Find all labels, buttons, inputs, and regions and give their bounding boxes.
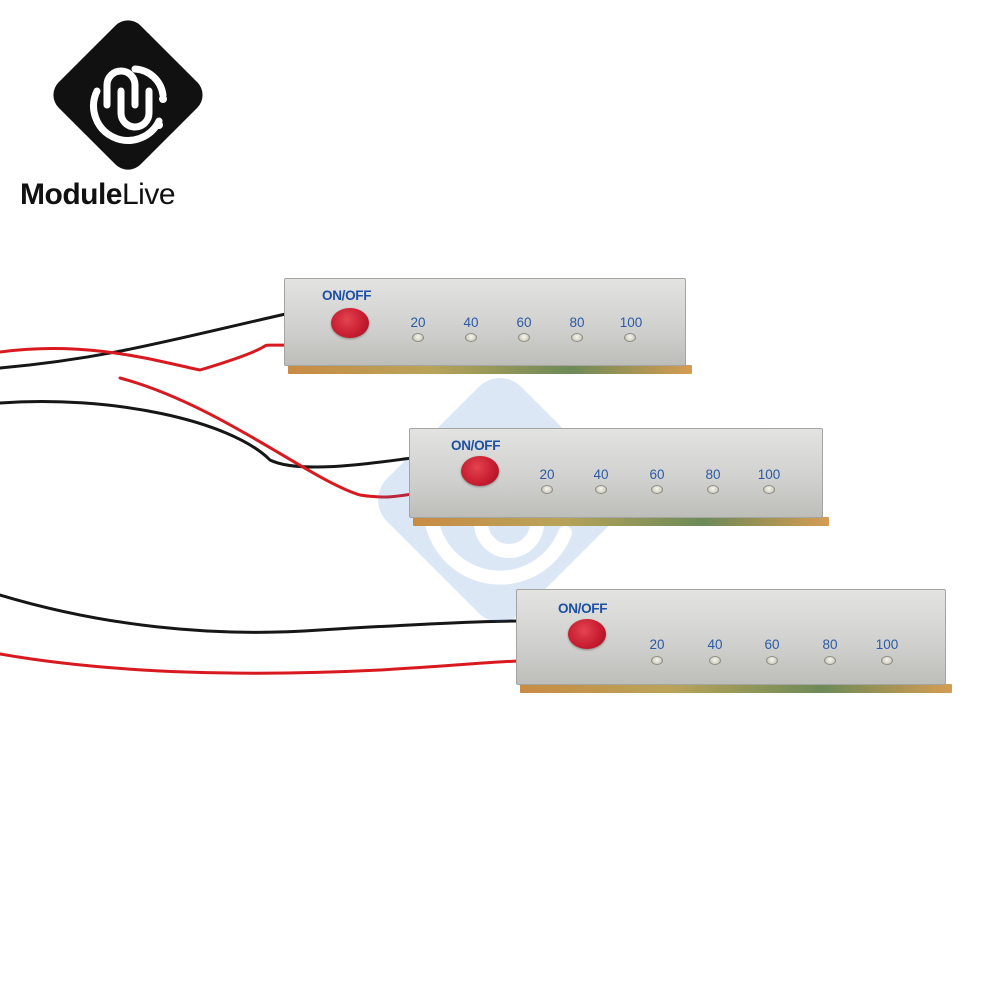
- brand-logo: ModuleLive: [20, 12, 211, 211]
- level-label-80: 80: [705, 467, 721, 482]
- level-label-60: 60: [764, 637, 780, 652]
- level-led-40: [595, 485, 607, 494]
- level-label-60: 60: [649, 467, 665, 482]
- level-led-100: [763, 485, 775, 494]
- level-label-40: 40: [593, 467, 609, 482]
- level-led-100: [624, 333, 636, 342]
- level-led-60: [766, 656, 778, 665]
- power-button[interactable]: [461, 456, 499, 486]
- level-label-20: 20: [539, 467, 555, 482]
- wire-black-board-3: [0, 593, 520, 634]
- level-led-60: [651, 485, 663, 494]
- level-label-100: 100: [619, 315, 643, 330]
- wire-red-board-2: [118, 376, 414, 499]
- wire-red-board-1: [0, 343, 292, 372]
- pcb-edge: [288, 365, 692, 374]
- level-led-40: [465, 333, 477, 342]
- level-led-80: [571, 333, 583, 342]
- level-label-60: 60: [516, 315, 532, 330]
- level-led-20: [651, 656, 663, 665]
- level-led-20: [412, 333, 424, 342]
- level-label-20: 20: [649, 637, 665, 652]
- pcb-edge: [413, 517, 829, 526]
- battery-indicator-board: ON/OFF 20 40 60 80 100: [409, 428, 829, 526]
- level-led-80: [824, 656, 836, 665]
- brand-name-part2: Live: [122, 178, 176, 211]
- level-label-40: 40: [463, 315, 479, 330]
- level-label-80: 80: [822, 637, 838, 652]
- level-led-100: [881, 656, 893, 665]
- power-button[interactable]: [568, 619, 606, 649]
- level-label-100: 100: [875, 637, 899, 652]
- pcb-edge: [520, 684, 952, 693]
- power-button[interactable]: [331, 308, 369, 338]
- power-label: ON/OFF: [322, 288, 372, 303]
- level-led-80: [707, 485, 719, 494]
- power-label: ON/OFF: [451, 438, 501, 453]
- level-label-80: 80: [569, 315, 585, 330]
- brand-name: ModuleLive: [20, 178, 210, 212]
- level-label-40: 40: [707, 637, 723, 652]
- wire-black-board-1: [0, 311, 292, 370]
- level-led-40: [709, 656, 721, 665]
- brand-name-part1: Module: [20, 178, 123, 211]
- wire-red-board-3: [0, 652, 520, 675]
- modulelive-logo-icon: [90, 65, 167, 144]
- level-led-20: [541, 485, 553, 494]
- level-label-100: 100: [757, 467, 781, 482]
- wire-black-board-2: [0, 400, 414, 469]
- level-label-20: 20: [410, 315, 426, 330]
- power-label: ON/OFF: [558, 601, 608, 616]
- battery-indicator-board: ON/OFF 20 40 60 80 100: [284, 278, 692, 374]
- level-led-60: [518, 333, 530, 342]
- battery-indicator-board: ON/OFF 20 40 60 80 100: [516, 589, 952, 693]
